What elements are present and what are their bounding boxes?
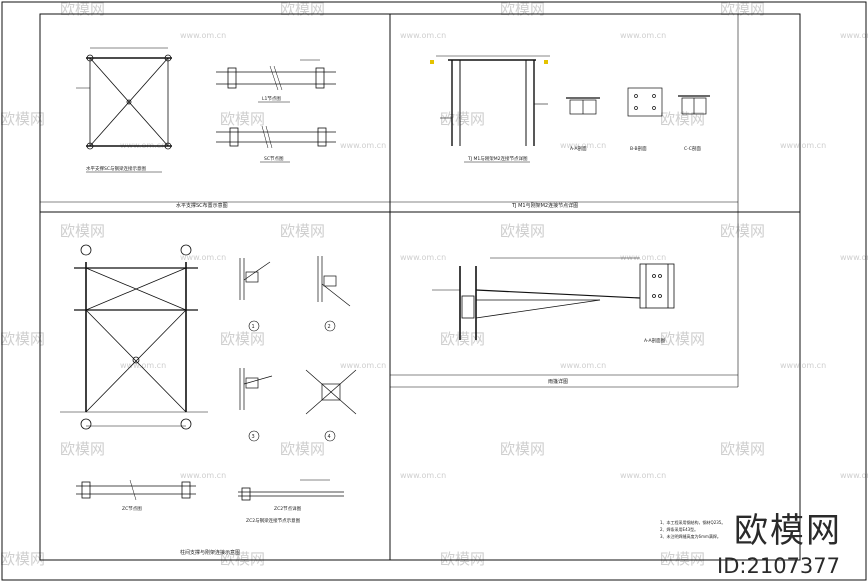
detail-node-3 <box>239 368 273 410</box>
brand-id: ID:2107377 <box>717 554 840 578</box>
detail-marker-1: 1 <box>252 324 255 330</box>
watermark-site: www.om.cn <box>340 141 386 150</box>
watermark-site: www.om.cn <box>620 253 666 262</box>
watermark-brand: 欧模网 <box>0 550 45 568</box>
watermark-site: www.om.cn <box>180 253 226 262</box>
watermark-brand: 欧模网 <box>60 0 105 18</box>
caption-node-a: A-A剖面 <box>570 145 587 152</box>
caption-sc: SC节点图 <box>264 156 284 162</box>
caption-awning-section: A-A剖面图 <box>644 337 666 344</box>
horizontal-brace-plan <box>76 47 172 150</box>
node-a-detail <box>566 97 600 115</box>
caption-zc: ZC节点图 <box>122 506 142 512</box>
watermark-brand: 欧模网 <box>720 440 765 458</box>
note-zc2: ZC2与钢梁连接节点示意图 <box>246 517 301 524</box>
tj-frame-elevation <box>430 55 550 146</box>
watermark-site: www.om.cn <box>840 253 868 262</box>
watermark-brand: 欧模网 <box>660 550 705 568</box>
note-2: 2、焊条采用E43型。 <box>660 526 698 532</box>
watermark-site: www.om.cn <box>400 471 446 480</box>
detail-marker-3: 3 <box>252 434 255 440</box>
watermark-brand: 欧模网 <box>500 440 545 458</box>
caption-top-left: 水平支撑SC布置示意图 <box>176 202 228 209</box>
watermark-site: www.om.cn <box>840 471 868 480</box>
watermark-site: www.om.cn <box>780 141 826 150</box>
brand-logo-text: 欧模网 <box>734 511 842 551</box>
caption-tj-small: TJ M1与刚架M2连接节点详图 <box>467 155 528 162</box>
awning-section <box>639 263 675 309</box>
node-b-detail <box>627 87 663 117</box>
watermark-site: www.om.cn <box>840 31 868 40</box>
caption-bottom-right: 雨篷详图 <box>548 378 568 385</box>
note-3: 3、未注明焊缝高度为6mm满焊。 <box>660 533 721 539</box>
note-1: 1、本工程采用钢结构，钢材Q235。 <box>660 519 725 525</box>
watermark-brand: 欧模网 <box>220 110 265 128</box>
awning-detail <box>432 257 641 340</box>
caption-brace-plan: 水平支撑SC与钢梁连接示意图 <box>86 165 146 172</box>
general-notes: 1、本工程采用钢结构，钢材Q235。 2、焊条采用E43型。 3、未注明焊缝高度… <box>660 519 725 539</box>
detail-node-4 <box>305 369 357 415</box>
caption-zc2: ZC2节点详图 <box>274 505 302 512</box>
detail-node-2 <box>317 256 351 307</box>
watermark-brand: 欧模网 <box>0 110 45 128</box>
watermark-brand: 欧模网 <box>500 0 545 18</box>
watermark-site: www.om.cn <box>780 361 826 370</box>
watermark-brand: 欧模网 <box>280 0 325 18</box>
watermark-site: www.om.cn <box>620 471 666 480</box>
watermark-brand: 欧模网 <box>0 330 45 348</box>
caption-top-right: TJ M1与刚架M2连接节点详图 <box>511 202 578 209</box>
watermark-brand: 欧模网 <box>220 330 265 348</box>
watermark-brand: 欧模网 <box>220 550 265 568</box>
node-c-detail <box>678 95 710 115</box>
watermark-brand: 欧模网 <box>500 222 545 240</box>
l1-detail <box>216 59 336 91</box>
watermark-brand: 欧模网 <box>440 110 485 128</box>
watermark-site: www.om.cn <box>560 141 606 150</box>
caption-bottom-left: 柱间支撑与刚架连接示意图 <box>180 549 240 556</box>
watermark-brand: 欧模网 <box>60 440 105 458</box>
zc-detail <box>76 479 196 501</box>
watermark-site: www.om.cn <box>340 361 386 370</box>
watermark-site: www.om.cn <box>120 361 166 370</box>
watermark-brand: 欧模网 <box>660 330 705 348</box>
watermark-site: www.om.cn <box>400 31 446 40</box>
caption-node-b: B-B剖面 <box>630 145 647 152</box>
watermark-brand: 欧模网 <box>280 440 325 458</box>
watermark-brand: 欧模网 <box>720 0 765 18</box>
sc-detail <box>216 125 336 149</box>
watermark-brand: 欧模网 <box>280 222 325 240</box>
caption-node-c: C-C剖面 <box>684 145 701 152</box>
watermark-brand: 欧模网 <box>440 330 485 348</box>
watermark-site: www.om.cn <box>620 31 666 40</box>
watermark-brand: 欧模网 <box>660 110 705 128</box>
watermark-brand: 欧模网 <box>60 222 105 240</box>
watermark-site: www.om.cn <box>180 471 226 480</box>
watermark-brand: 欧模网 <box>720 222 765 240</box>
column-brace-elevation <box>60 244 208 430</box>
watermark-brand: 欧模网 <box>440 550 485 568</box>
watermark-site: www.om.cn <box>180 31 226 40</box>
detail-marker-4: 4 <box>328 434 331 440</box>
zc2-detail <box>238 479 344 501</box>
watermark-site: www.om.cn <box>560 361 606 370</box>
caption-l1: L1节点图 <box>262 96 281 102</box>
detail-node-1 <box>239 258 271 300</box>
watermark-site: www.om.cn <box>400 253 446 262</box>
detail-marker-2: 2 <box>328 324 331 330</box>
